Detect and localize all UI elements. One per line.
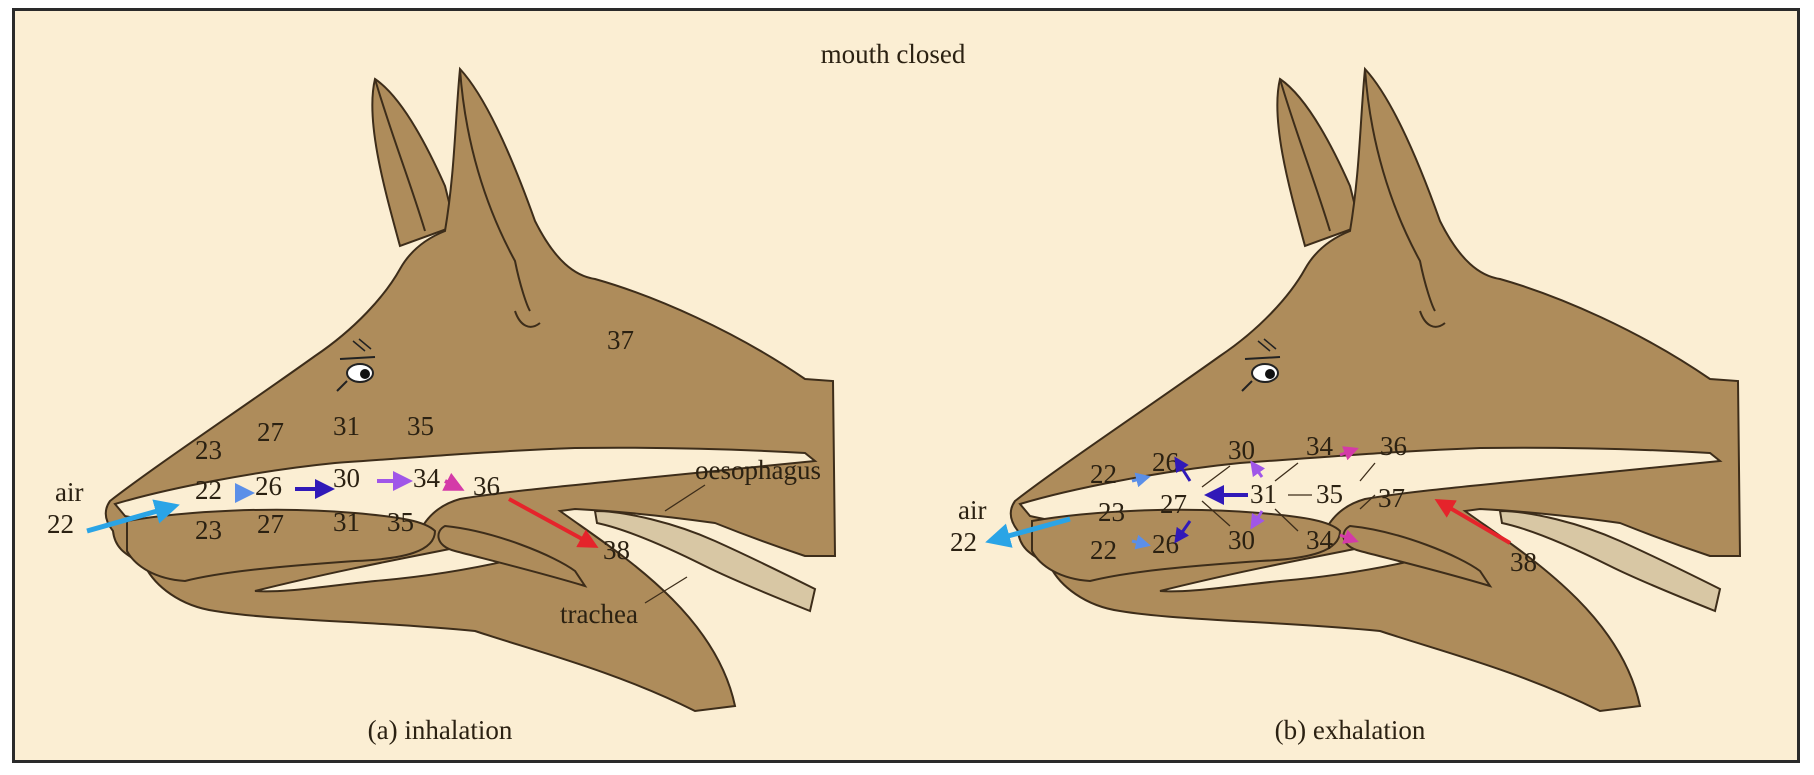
figure-title: mouth closed bbox=[821, 39, 966, 69]
label-22-bot-b: 22 bbox=[1090, 535, 1117, 565]
label-23-top-a: 23 bbox=[195, 435, 222, 465]
label-34-top-b: 34 bbox=[1306, 431, 1334, 461]
label-34-a: 34 bbox=[413, 463, 441, 493]
diagram-frame: mouth closed air 22 23 23 22 26 27 2 bbox=[12, 8, 1800, 763]
label-34-bot-b: 34 bbox=[1306, 525, 1334, 555]
label-oesophagus-a: oesophagus bbox=[695, 455, 821, 485]
diagram-canvas: mouth closed air 22 23 23 22 26 27 2 bbox=[15, 11, 1797, 760]
label-26-a: 26 bbox=[255, 471, 282, 501]
caption-inhalation: (a) inhalation bbox=[368, 715, 513, 745]
label-38-a: 38 bbox=[603, 535, 630, 565]
caption-exhalation: (b) exhalation bbox=[1275, 715, 1426, 745]
label-22-mid-a: 22 bbox=[195, 475, 222, 505]
label-38-b: 38 bbox=[1510, 547, 1537, 577]
label-35-bot-a: 35 bbox=[387, 507, 414, 537]
label-air-b: air bbox=[958, 495, 986, 525]
label-22-top-b: 22 bbox=[1090, 459, 1117, 489]
panel-inhalation: air 22 23 23 22 26 27 27 30 31 31 34 35 … bbox=[47, 69, 835, 745]
label-35-top-a: 35 bbox=[407, 411, 434, 441]
label-30-top-b: 30 bbox=[1228, 435, 1255, 465]
ear-back bbox=[1277, 79, 1360, 246]
label-31-bot-a: 31 bbox=[333, 507, 360, 537]
label-30-bot-b: 30 bbox=[1228, 525, 1255, 555]
panel-exhalation: air 22 22 22 23 26 26 27 30 30 31 34 34 … bbox=[950, 69, 1740, 745]
label-37-a: 37 bbox=[607, 325, 634, 355]
label-air-a: air bbox=[55, 477, 83, 507]
label-31-top-a: 31 bbox=[333, 411, 360, 441]
head-silhouette bbox=[106, 69, 835, 711]
label-23-bot-a: 23 bbox=[195, 515, 222, 545]
label-35-b: 35 bbox=[1316, 479, 1343, 509]
label-37-b: 37 bbox=[1378, 483, 1405, 513]
ear-back bbox=[372, 79, 455, 246]
label-26-bot-b: 26 bbox=[1152, 529, 1179, 559]
label-26-top-b: 26 bbox=[1152, 447, 1179, 477]
head-silhouette bbox=[1011, 69, 1740, 711]
label-22-air-a: 22 bbox=[47, 509, 74, 539]
label-36-a: 36 bbox=[473, 471, 500, 501]
label-23-b: 23 bbox=[1098, 497, 1125, 527]
label-31-b: 31 bbox=[1250, 479, 1277, 509]
label-22-air-b: 22 bbox=[950, 527, 977, 557]
label-trachea-a: trachea bbox=[560, 599, 638, 629]
label-27-bot-a: 27 bbox=[257, 509, 284, 539]
label-30-a: 30 bbox=[333, 463, 360, 493]
label-36-b: 36 bbox=[1380, 431, 1407, 461]
label-27-b: 27 bbox=[1160, 489, 1187, 519]
label-27-top-a: 27 bbox=[257, 417, 284, 447]
